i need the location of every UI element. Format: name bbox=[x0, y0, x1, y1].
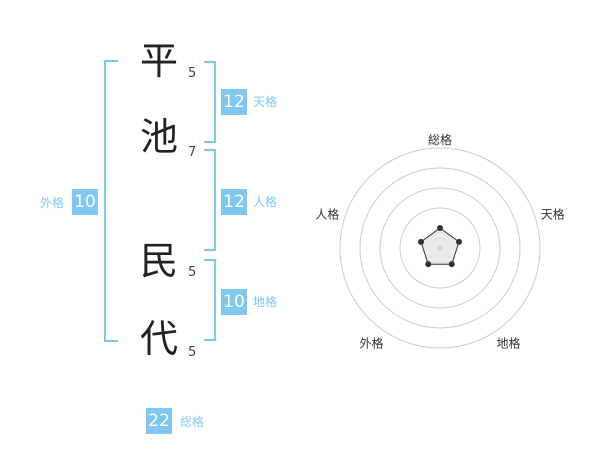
tenkaku-bracket bbox=[204, 61, 216, 143]
stroke-count-4: 5 bbox=[188, 345, 197, 360]
radar-label-chikaku: 地格 bbox=[496, 335, 520, 350]
jinkaku-value: 12 bbox=[221, 189, 247, 215]
stroke-count-3: 5 bbox=[188, 265, 197, 280]
radar-point bbox=[437, 225, 443, 231]
radar-point bbox=[425, 261, 432, 268]
radar-label-gaikaku: 外格 bbox=[359, 335, 383, 350]
radar-label-jinkaku: 人格 bbox=[315, 207, 339, 222]
radar-ring bbox=[359, 167, 521, 329]
radar-ring bbox=[379, 187, 501, 309]
soukaku-value: 22 bbox=[146, 408, 172, 434]
radar-value-shape bbox=[420, 227, 460, 265]
radar-label-soukaku: 総格 bbox=[428, 132, 452, 147]
radar-ring bbox=[339, 147, 541, 349]
radar-point bbox=[456, 238, 463, 245]
gaikaku-label: 外格 bbox=[40, 196, 65, 210]
jinkaku-bracket bbox=[204, 149, 216, 251]
radar-rings bbox=[339, 147, 541, 349]
name-char-1: 平 bbox=[140, 39, 179, 83]
name-char-2: 池 bbox=[140, 115, 179, 159]
stroke-count-2: 7 bbox=[188, 145, 197, 160]
radar-ring bbox=[399, 207, 481, 289]
soukaku-label: 総格 bbox=[180, 415, 205, 429]
chikaku-value: 10 bbox=[221, 289, 247, 315]
radar-point bbox=[448, 261, 455, 268]
gaikaku-bracket bbox=[104, 60, 118, 342]
stroke-count-1: 5 bbox=[188, 66, 197, 81]
tenkaku-value: 12 bbox=[221, 89, 247, 115]
chikaku-label: 地格 bbox=[253, 295, 278, 309]
jinkaku-label: 人格 bbox=[253, 195, 278, 209]
name-char-3: 民 bbox=[140, 239, 179, 283]
tenkaku-label: 天格 bbox=[253, 95, 278, 109]
chikaku-bracket bbox=[204, 259, 216, 341]
radar-chart: 総格 天格 地格 外格 人格 bbox=[315, 132, 565, 350]
radar-label-tenkaku: 天格 bbox=[541, 207, 565, 222]
gaikaku-value: 10 bbox=[72, 189, 98, 215]
radar-points bbox=[417, 225, 463, 268]
radar-point bbox=[417, 238, 424, 245]
name-char-4: 代 bbox=[140, 317, 179, 361]
